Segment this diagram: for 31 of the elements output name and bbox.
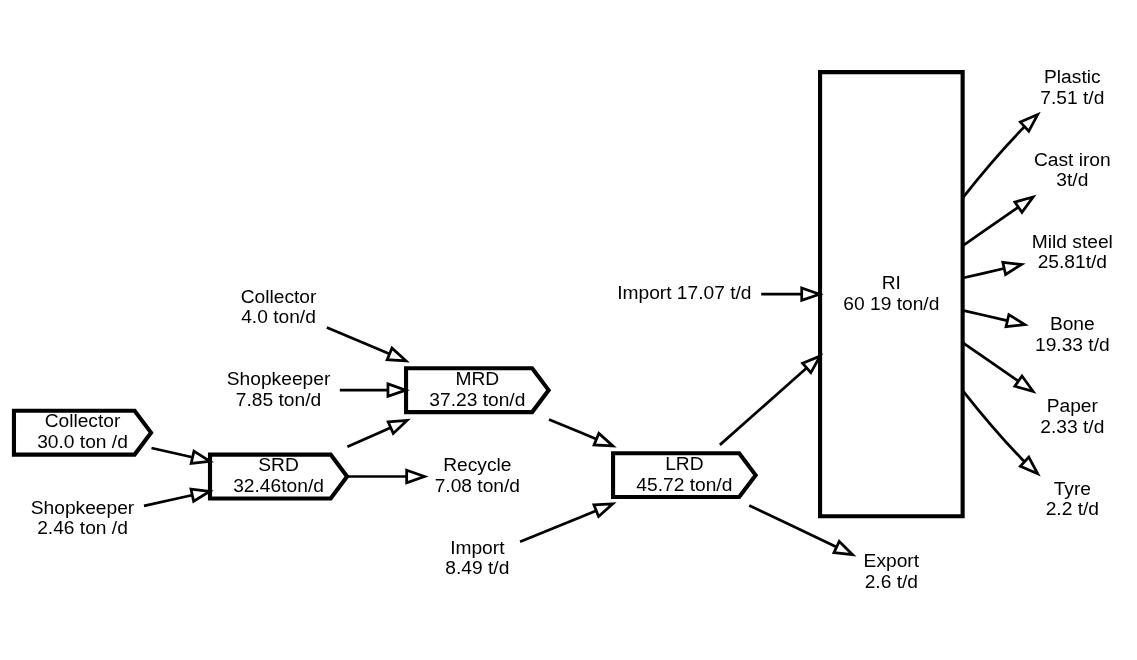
- node-text: Paper 2.33 t/d: [1040, 394, 1105, 437]
- arrow: [548, 417, 617, 448]
- arrow: [519, 501, 617, 543]
- arrow: [961, 389, 1041, 477]
- arrow: [961, 111, 1041, 199]
- node-text: Collector 4.0 ton/d: [240, 285, 317, 327]
- node-text: Import 17.07 t/d: [617, 281, 752, 303]
- arrow: [326, 325, 410, 362]
- arrow: [748, 503, 857, 556]
- arrow: [346, 418, 411, 448]
- arrow: [347, 467, 429, 485]
- node-text: Import 8.49 t/d: [445, 536, 510, 578]
- node-text: Tyre 2.2 t/d: [1045, 477, 1099, 519]
- arrow: [962, 260, 1026, 279]
- node-text: Plastic 7.51 t/d: [1040, 65, 1105, 108]
- arrow: [761, 285, 824, 302]
- node-text: Recycle 7.08 ton/d: [434, 453, 521, 496]
- arrow: [339, 381, 410, 398]
- node-text: Cast iron 3t/d: [1033, 148, 1111, 190]
- node-text: Shopkeeper 2.46 ton /d: [30, 496, 135, 538]
- arrow: [143, 487, 214, 507]
- node-text: Mild steel 25.81t/d: [1031, 230, 1113, 272]
- arrow: [962, 308, 1029, 328]
- node-text: Export 2.6 t/d: [863, 549, 920, 592]
- node-text: Shopkeeper 7.85 ton/d: [226, 367, 331, 409]
- node-box: RI 60 19 ton/d: [818, 69, 965, 518]
- arrow: [961, 340, 1037, 394]
- arrow: [151, 446, 214, 465]
- arrow: [961, 194, 1037, 247]
- arrow: [719, 352, 824, 446]
- node-text: Bone 19.33 t/d: [1034, 312, 1110, 355]
